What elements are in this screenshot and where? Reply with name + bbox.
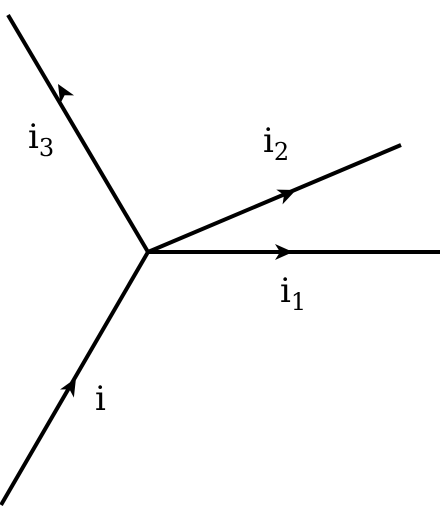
label-i1: i1 (280, 271, 306, 316)
wire-outgoing-i2 (147, 143, 402, 254)
arrow-i2-icon (276, 189, 296, 205)
arrow-i3-icon (58, 84, 75, 104)
arrow-i-icon (60, 378, 76, 398)
label-i3: i3 (28, 117, 54, 162)
label-i2: i2 (263, 121, 289, 166)
arrow-i1-icon (275, 244, 293, 260)
wire-incoming-i (0, 250, 150, 507)
wire-outgoing-i3 (6, 13, 150, 254)
label-i: i (95, 379, 106, 419)
